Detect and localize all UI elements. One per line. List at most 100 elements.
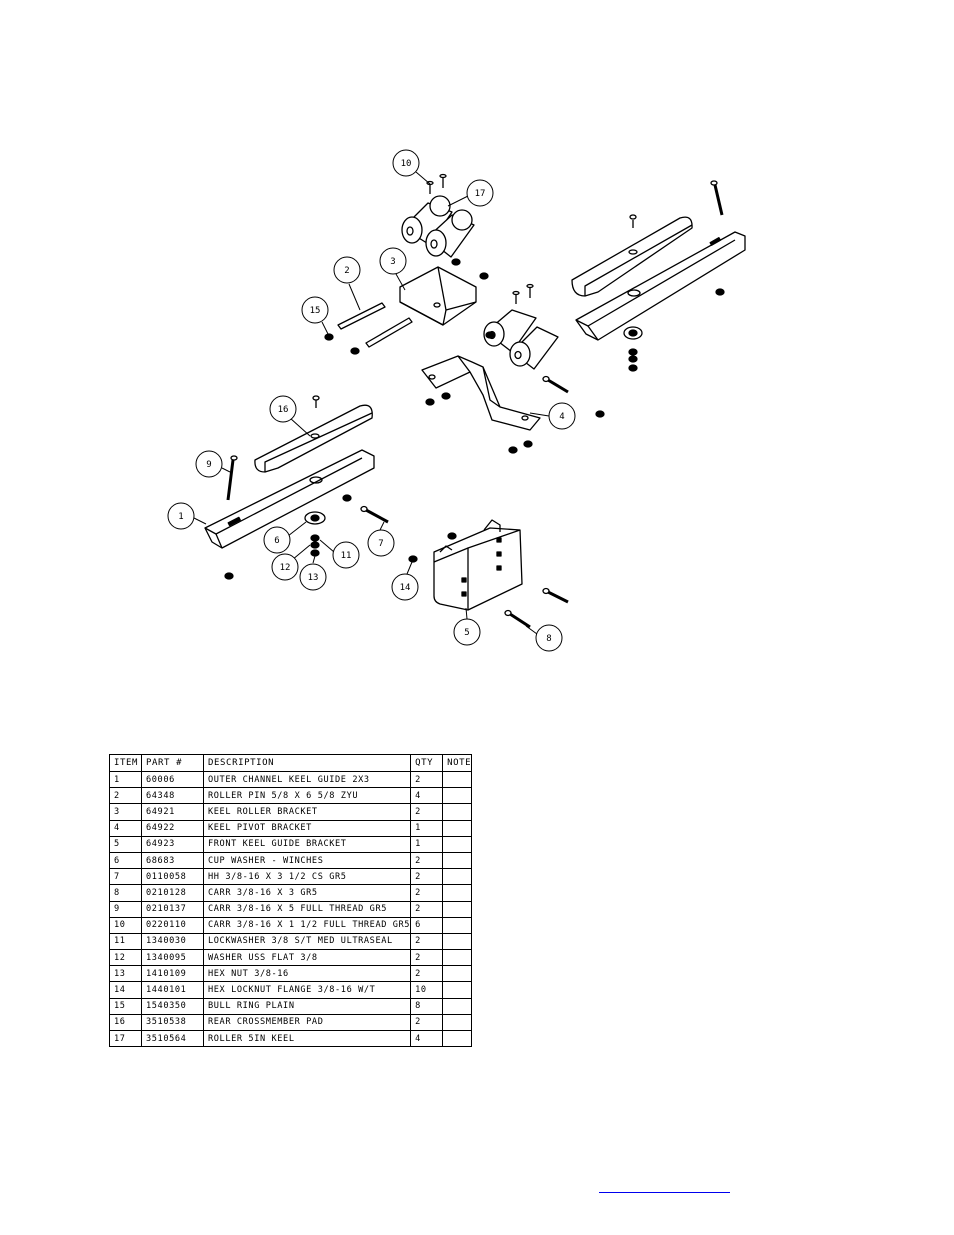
cell-part-number: 64923 <box>141 835 204 853</box>
balloon-15: 15 <box>310 306 321 316</box>
cell-qty: 2 <box>410 965 444 983</box>
cell-note <box>442 835 473 853</box>
balloon-6: 6 <box>274 536 279 546</box>
cell-description: KEEL PIVOT BRACKET <box>202 819 412 837</box>
cell-part-number: 0210137 <box>141 900 204 918</box>
header-part-number: PART # <box>141 754 204 772</box>
cell-qty: 6 <box>410 916 444 934</box>
cell-description: BULL RING PLAIN <box>202 997 412 1015</box>
cell-part-number: 68683 <box>141 851 204 870</box>
cell-qty: 2 <box>410 949 444 967</box>
cell-item: 6 <box>109 851 142 870</box>
cell-part-number: 3510564 <box>141 1029 204 1048</box>
balloon-3: 3 <box>390 257 395 267</box>
balloon-16: 16 <box>278 405 289 415</box>
cell-description: HH 3/8-16 X 3 1/2 CS GR5 <box>202 868 412 886</box>
cell-qty: 2 <box>410 770 444 789</box>
cell-qty: 2 <box>410 884 444 902</box>
cell-note <box>442 900 473 918</box>
balloon-5: 5 <box>464 628 469 638</box>
balloon-10: 10 <box>401 159 412 169</box>
cell-item: 1 <box>109 770 142 789</box>
cell-description: OUTER CHANNEL KEEL GUIDE 2X3 <box>202 770 412 789</box>
cell-part-number: 1340095 <box>141 949 204 967</box>
front-keel-guide-bracket <box>433 519 523 611</box>
cell-qty: 4 <box>410 1029 444 1048</box>
cell-item: 13 <box>109 965 142 983</box>
cell-note <box>442 981 473 999</box>
cell-item: 8 <box>109 884 142 902</box>
cell-item: 5 <box>109 835 142 853</box>
balloon-13: 13 <box>308 573 319 583</box>
cell-part-number: 64921 <box>141 803 204 821</box>
balloon-callouts: 10 17 2 3 15 16 9 1 6 12 13 11 7 14 4 5 … <box>167 149 576 652</box>
cell-note <box>442 851 473 870</box>
rear-pad-right <box>571 216 693 297</box>
cell-description: CARR 3/8-16 X 3 GR5 <box>202 884 412 902</box>
bolt-pivot <box>542 375 569 394</box>
cell-qty: 4 <box>410 787 444 805</box>
outer-channel-left <box>204 449 375 549</box>
cell-note <box>442 932 473 951</box>
bolts-left <box>226 395 389 525</box>
cell-part-number: 64348 <box>141 787 204 805</box>
exploded-assembly-diagram: 10 17 2 3 15 16 9 1 6 12 13 11 7 14 4 5 … <box>167 149 746 652</box>
cell-note <box>442 868 473 886</box>
balloon-1: 1 <box>178 512 183 522</box>
cell-item: 7 <box>109 868 142 886</box>
header-note: NOTE <box>442 754 473 772</box>
cell-description: CUP WASHER - WINCHES <box>202 851 412 870</box>
cell-part-number: 1540350 <box>141 997 204 1015</box>
balloon-7: 7 <box>378 539 383 549</box>
header-description: DESCRIPTION <box>202 754 412 772</box>
balloon-17: 17 <box>475 189 486 199</box>
footer-link-underline[interactable] <box>599 1192 730 1193</box>
cell-qty: 2 <box>410 1013 444 1032</box>
cell-description: CARR 3/8-16 X 1 1/2 FULL THREAD GR5 <box>202 916 412 934</box>
roller-middle-pair <box>483 283 559 370</box>
cell-note <box>442 770 473 789</box>
cell-part-number: 3510538 <box>141 1013 204 1032</box>
cell-qty: 2 <box>410 900 444 918</box>
cell-note <box>442 1013 473 1032</box>
header-qty: QTY <box>410 754 444 772</box>
roller-top-pair <box>401 195 475 258</box>
cell-note <box>442 787 473 805</box>
cell-item: 14 <box>109 981 142 999</box>
cell-item: 15 <box>109 997 142 1015</box>
cell-description: HEX NUT 3/8-16 <box>202 965 412 983</box>
cell-item: 9 <box>109 900 142 918</box>
cell-description: KEEL ROLLER BRACKET <box>202 803 412 821</box>
cell-qty: 2 <box>410 868 444 886</box>
cell-item: 4 <box>109 819 142 837</box>
cell-note <box>442 949 473 967</box>
balloon-8: 8 <box>546 634 551 644</box>
cell-description: ROLLER 5IN KEEL <box>202 1029 412 1048</box>
cell-note <box>442 884 473 902</box>
cell-description: LOCKWASHER 3/8 S/T MED ULTRASEAL <box>202 932 412 951</box>
cell-note <box>442 803 473 821</box>
roller-pins <box>337 302 413 348</box>
cell-item: 10 <box>109 916 142 934</box>
nuts-and-washers <box>224 258 725 580</box>
cell-qty: 2 <box>410 803 444 821</box>
cell-item: 16 <box>109 1013 142 1032</box>
cell-note <box>442 965 473 983</box>
cell-part-number: 0110058 <box>141 868 204 886</box>
bolts-top <box>426 173 447 194</box>
balloon-2: 2 <box>344 266 349 276</box>
cell-part-number: 1440101 <box>141 981 204 999</box>
bolts-right <box>623 180 724 340</box>
